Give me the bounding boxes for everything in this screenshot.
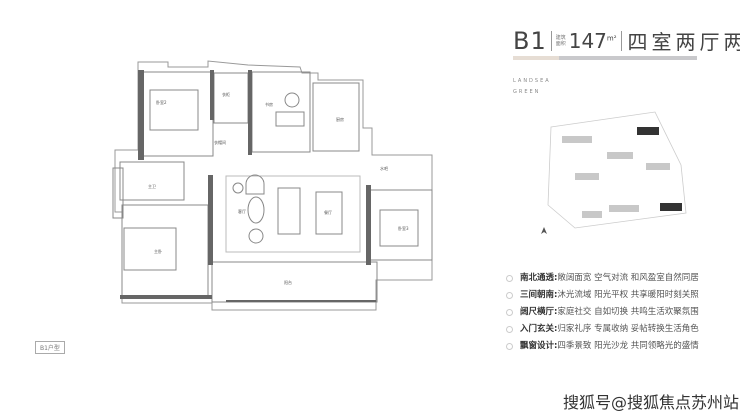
divider	[620, 30, 622, 51]
feature-item: 飘窗设计: 四季景致 阳光沙龙 共同领略光的盛情	[506, 338, 699, 355]
room-label-hall: 衣帽间	[214, 139, 226, 145]
feature-text: 四季景致 阳光沙龙 共同领略光的盛情	[557, 341, 699, 351]
feature-title: 阔尺横厅:	[520, 307, 558, 317]
unit-tag: B1户型	[35, 341, 65, 354]
room-label-bath: 主卫	[148, 183, 156, 189]
room-label-bar: 水吧	[380, 165, 388, 171]
feature-text: 沐光流域 阳光平权 共享暖阳时刻关照	[557, 290, 699, 300]
feature-title: 南北通透:	[520, 273, 558, 283]
feature-title: 入门玄关:	[520, 324, 558, 334]
building-block	[607, 152, 633, 159]
feature-list: 南北通透: 敞阔面宽 空气对流 和风盈室自然同居 三间朝南: 沐光流域 阳光平权…	[506, 270, 699, 355]
building-block-highlight	[637, 127, 659, 135]
room-label-dining: 餐厅	[324, 209, 332, 215]
room-label-master: 主卧	[154, 248, 162, 254]
feature-item: 入门玄关: 归家礼序 专属收纳 妥帖转换生活角色	[506, 321, 699, 338]
divider	[550, 30, 552, 51]
bullet-icon	[506, 275, 513, 282]
room-label-bedroom2: 卧室2	[156, 99, 167, 105]
bullet-icon	[506, 326, 513, 333]
site-plan	[541, 111, 687, 234]
feature-item: 南北通透: 敞阔面宽 空气对流 和风盈室自然同居	[506, 270, 699, 287]
room-label-living: 客厅	[238, 208, 246, 214]
building-block	[582, 211, 602, 218]
feature-title: 飘窗设计:	[520, 341, 558, 351]
room-label-balcony: 阳台	[284, 279, 292, 285]
feature-title: 三间朝南:	[520, 290, 558, 300]
feature-text: 敞阔面宽 空气对流 和风盈室自然同居	[557, 273, 699, 283]
area-value: 147m²	[569, 29, 617, 53]
area-number: 147	[568, 28, 607, 53]
watermark: 搜狐号@搜狐焦点苏州站	[563, 393, 740, 412]
area-unit: m²	[606, 33, 617, 42]
feature-text: 家庭社交 自如切换 共鸣生活欢聚氛围	[557, 307, 699, 317]
unit-title: B1 建筑面积 147m² 四室两厅两卫	[513, 26, 740, 55]
room-label-kitchen: 厨房	[336, 116, 344, 122]
brand-line-1: LANDSEA	[513, 78, 551, 84]
feature-text: 归家礼序 专属收纳 妥帖转换生活角色	[557, 324, 699, 334]
building-block	[562, 136, 592, 143]
building-block	[575, 173, 599, 180]
room-label-bedroom3: 卧室3	[398, 225, 409, 231]
bullet-icon	[506, 309, 513, 316]
room-label-study: 书房	[265, 101, 273, 107]
unit-code: B1	[513, 26, 547, 55]
north-arrow-icon	[541, 227, 547, 234]
brand-logo: LANDSEA GREEN	[513, 76, 551, 98]
bullet-icon	[506, 292, 513, 299]
building-block	[646, 163, 670, 170]
building-block	[609, 205, 639, 212]
bullet-icon	[506, 343, 513, 350]
feature-item: 三间朝南: 沐光流域 阳光平权 共享暖阳时刻关照	[506, 287, 699, 304]
feature-item: 阔尺横厅: 家庭社交 自如切换 共鸣生活欢聚氛围	[506, 304, 699, 321]
layout-type: 四室两厅两卫	[627, 30, 740, 54]
title-underline	[513, 56, 697, 60]
room-label-closet: 衣柜	[222, 91, 230, 97]
brand-line-2: GREEN	[513, 89, 541, 95]
building-block-highlight	[660, 203, 682, 211]
area-label: 建筑面积	[555, 34, 566, 47]
